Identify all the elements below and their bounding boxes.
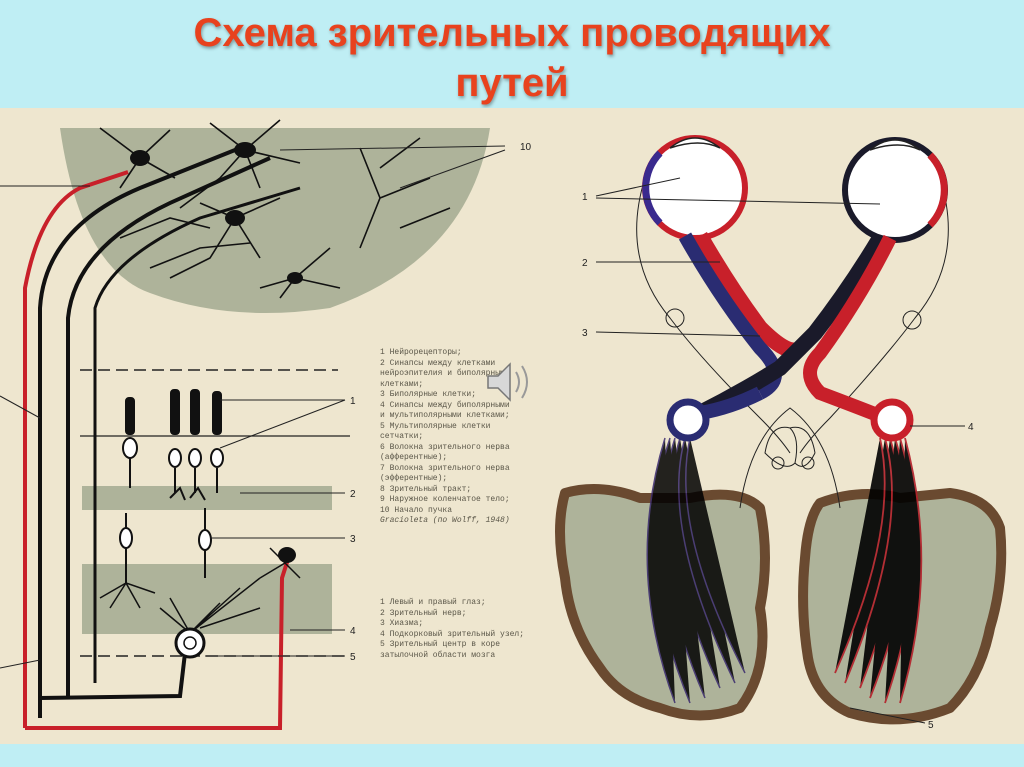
label-3-left: 3 [350,534,356,545]
legend-line: 4 Синапсы между биполярными [380,400,510,410]
legend-line: 7 Волокна зрительного нерва [380,463,510,473]
label-1-right: 1 [582,192,588,203]
fiber-red-left [23,170,129,728]
legend-line: 9 Наружное коленчатое тело; [380,495,510,504]
slide-title: Схема зрительных проводящих путей [0,8,1024,108]
label-5-right: 5 [928,720,934,731]
legend-line: нейроэпителия и биполярными [380,369,510,378]
outline-left [636,177,791,454]
dendrite-network [99,119,451,299]
legend-line: 1 Нейрорецепторы; [380,348,462,357]
multipolar-cells [99,547,301,659]
legend-line: клетками; [380,379,424,389]
legend-line: и мультиполярными клетками; [380,411,510,420]
colliculi [764,426,816,470]
diagram-poster: 10 1 2 3 4 5 [0,108,1024,744]
visual-pathway-diagram: 10 1 2 3 4 5 [0,119,1007,731]
legend-line: 3 Хиазма; [380,619,424,628]
legend-pathway: 1 Левый и правый глаз; 2 Зрительный нерв… [380,598,540,661]
outline-right [799,177,949,454]
legend-line: (афферентные); [380,453,448,462]
outline-midbrain [739,407,841,509]
label-leaders-left [0,145,506,669]
label-2-left: 2 [350,489,356,500]
geniculate-left [666,398,710,442]
label-1-left: 1 [350,396,356,407]
legend-line: 5 Мультиполярные клетки [380,421,491,431]
legend-cells: 1 Нейрорецепторы; 2 Синапсы между клетка… [380,348,540,527]
legend-line: 2 Зрительный нерв; [380,608,467,618]
optic-radiation-right [834,437,923,704]
legend-line: 10 Начало пучка [380,505,453,515]
speaker-icon[interactable] [478,352,538,412]
gray-region-ellipse [60,128,490,313]
legend-line: 1 Левый и правый глаз; [380,598,486,607]
bipolar-cells [119,508,212,583]
ganglion-right [902,310,922,330]
photoreceptors [122,389,224,501]
eye-left [642,135,748,241]
legend-line: 5 Зрительный центр в коре [380,640,501,649]
label-leaders-right [595,177,965,724]
neuron-bodies-top [130,142,303,284]
label-5-left: 5 [350,652,356,663]
fiber-black-1 [38,146,241,718]
legend-line: 3 Биполярные клетки; [380,390,477,399]
geniculate-right [870,398,914,442]
legend-line: 6 Волокна зрительного нерва [380,442,510,452]
optic-nerve-blue-left [678,232,782,400]
legend-line: 2 Синапсы между клетками [380,358,496,368]
legend-line: затылочной области мозга [380,650,496,660]
fiber-black-bottom [39,652,187,700]
label-2-right: 2 [582,258,588,269]
optic-nerve-red-right [803,234,897,425]
legend-line: сетчатки; [380,432,424,441]
optic-nerve-black-right [696,233,887,421]
legend-line: Gracioleta (по Wolff, 1948) [380,516,510,525]
label-4-left: 4 [350,626,356,637]
fiber-black-2 [66,156,271,698]
fiber-red-bottom [25,552,292,730]
gray-band-multipolar [82,564,332,634]
label-4-right: 4 [968,422,974,433]
legend-line: 8 Зрительный тракт; [380,484,472,494]
optic-radiation-left [646,437,746,704]
legend-line: 4 Подкорковый зрительный узел; [380,629,525,639]
label-10-left: 10 [520,142,532,153]
ganglion-left [665,308,685,328]
eye-right [842,137,948,243]
label-3-right: 3 [582,328,588,339]
slide-title-line2: путей [455,61,569,105]
legend-line: (эфферентные); [380,474,448,483]
gray-band-synapse [82,486,332,510]
slide-title-line1: Схема зрительных проводящих [193,11,831,55]
